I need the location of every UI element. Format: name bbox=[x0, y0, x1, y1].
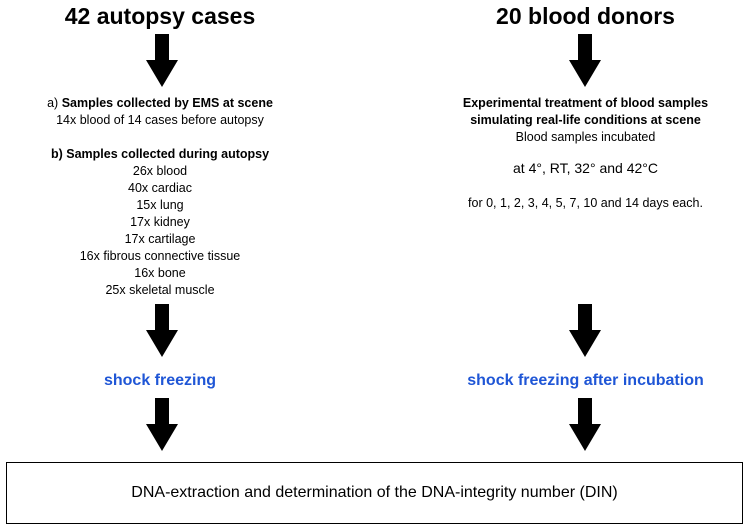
treatment-line-1: Experimental treatment of blood samples bbox=[462, 96, 709, 110]
dna-extraction-label: DNA-extraction and determination of the … bbox=[131, 484, 618, 501]
section-b-prefix: b) bbox=[50, 147, 63, 161]
incubated-label: Blood samples incubated bbox=[515, 130, 656, 144]
list-item: 17x kidney bbox=[130, 215, 190, 229]
list-item: 17x cartilage bbox=[124, 232, 196, 246]
right-title: 20 blood donors bbox=[496, 3, 675, 29]
list-item: 25x skeletal muscle bbox=[105, 283, 215, 297]
down-arrow-icon bbox=[146, 34, 178, 87]
incubation-days: for 0, 1, 2, 3, 4, 5, 7, 10 and 14 days … bbox=[468, 196, 703, 210]
list-item: 16x bone bbox=[134, 266, 186, 280]
list-item: 16x fibrous connective tissue bbox=[79, 249, 241, 263]
temperatures: at 4°, RT, 32° and 42°C bbox=[513, 160, 658, 176]
section-a-prefix: a) bbox=[47, 96, 59, 110]
down-arrow-icon bbox=[569, 34, 601, 87]
left-step-label: shock freezing bbox=[103, 372, 217, 389]
dna-extraction-box: DNA-extraction and determination of the … bbox=[6, 462, 743, 524]
list-item: 15x lung bbox=[136, 198, 184, 212]
left-title: 42 autopsy cases bbox=[64, 3, 256, 29]
down-arrow-icon bbox=[146, 398, 178, 451]
section-b-title: Samples collected during autopsy bbox=[66, 147, 270, 161]
right-step-label: shock freezing after incubation bbox=[467, 372, 704, 389]
section-b: b) Samples collected during autopsy 26x … bbox=[0, 146, 320, 299]
treatment-block: Experimental treatment of blood samples … bbox=[420, 95, 751, 146]
list-item: 26x blood bbox=[132, 164, 188, 178]
section-a-title: Samples collected by EMS at scene bbox=[61, 96, 273, 110]
down-arrow-icon bbox=[569, 398, 601, 451]
list-item: 40x cardiac bbox=[128, 181, 192, 195]
down-arrow-icon bbox=[146, 304, 178, 357]
section-a: a) Samples collected by EMS at scene 14x… bbox=[0, 95, 320, 129]
section-a-detail: 14x blood of 14 cases before autopsy bbox=[56, 113, 264, 127]
down-arrow-icon bbox=[569, 304, 601, 357]
treatment-line-2: simulating real-life conditions at scene bbox=[470, 113, 701, 127]
